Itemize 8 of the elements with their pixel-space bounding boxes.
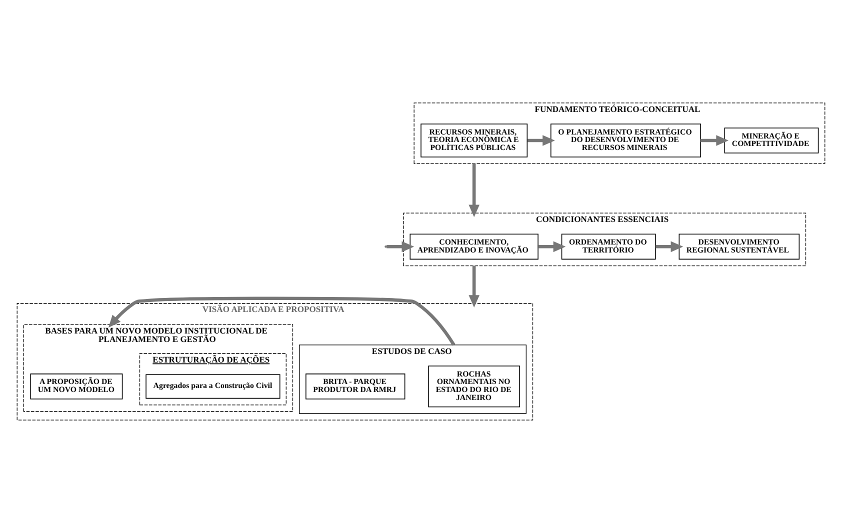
arrow <box>656 240 684 252</box>
arrow <box>108 296 456 346</box>
arrow <box>700 134 729 146</box>
arrow <box>527 134 555 146</box>
arrow <box>468 163 480 217</box>
arrow <box>386 240 414 252</box>
arrow <box>468 265 480 307</box>
arrow <box>538 240 566 252</box>
